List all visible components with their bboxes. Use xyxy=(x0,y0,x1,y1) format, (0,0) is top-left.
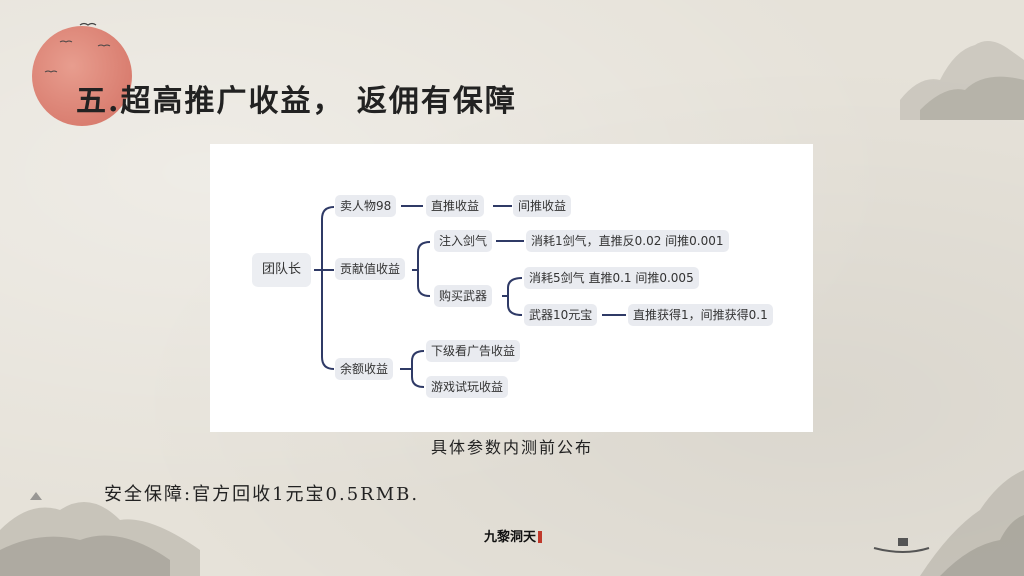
mountain-bottom-right-decoration xyxy=(873,470,1024,576)
boat-icon xyxy=(873,547,930,553)
node-inject-sword-qi-detail: 消耗1剑气，直推反0.02 间推0.001 xyxy=(526,230,729,252)
node-ad-income: 下级看广告收益 xyxy=(426,340,521,362)
node-inject-sword-qi: 注入剑气 xyxy=(434,230,493,252)
node-weapon-reward-detail: 直推获得1，间推获得0.1 xyxy=(628,304,773,326)
node-balance-income: 余额收益 xyxy=(335,358,394,380)
root-node-team-leader: 团队长 xyxy=(252,253,312,287)
birds-decoration xyxy=(44,22,111,73)
node-indirect-income: 间推收益 xyxy=(513,195,572,217)
brand-name: 九黎洞天 xyxy=(483,530,536,545)
node-weapon-10-yuanbao: 武器10元宝 xyxy=(524,304,598,326)
red-sun-decoration xyxy=(32,26,132,126)
brand-logo: 九黎洞天 xyxy=(478,526,548,546)
node-direct-income: 直推收益 xyxy=(426,195,485,217)
mountain-top-right-decoration xyxy=(900,41,1024,120)
node-contribution-income: 贡献值收益 xyxy=(335,258,406,280)
page-title: 五.超高推广收益， 返佣有保障 xyxy=(76,84,517,119)
mindmap-connectors xyxy=(314,205,626,388)
security-note: 安全保障:官方回收1元宝0.5RMB. xyxy=(104,484,420,505)
node-buy-weapon-detail: 消耗5剑气 直推0.1 间推0.005 xyxy=(524,267,699,289)
mindmap-diagram: 团队长 卖人物98 直推收益 间推收益 贡献值收益 注入剑气 消耗1剑气，直推反… xyxy=(210,144,813,432)
mountain-bottom-left-decoration xyxy=(0,492,200,576)
node-buy-weapon: 购买武器 xyxy=(434,285,493,307)
seal-icon xyxy=(538,530,542,543)
node-sell-character: 卖人物98 xyxy=(335,195,397,217)
diagram-caption: 具体参数内测前公布 xyxy=(430,438,593,457)
node-game-trial-income: 游戏试玩收益 xyxy=(426,376,509,398)
